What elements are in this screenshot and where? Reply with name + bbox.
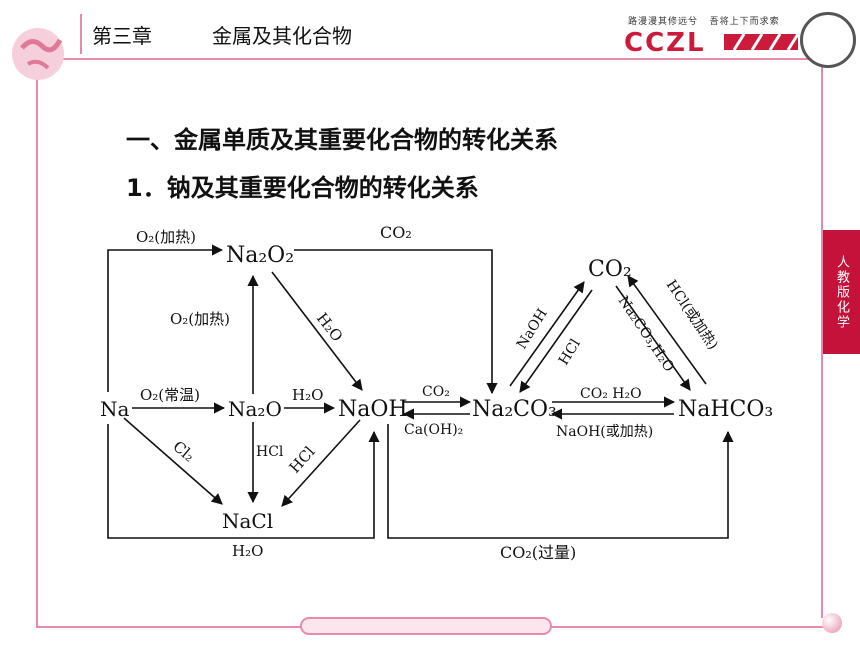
label-co2-excess: CO₂(过量) bbox=[500, 543, 576, 562]
frame-header-line bbox=[36, 58, 823, 60]
frame-left-line bbox=[36, 58, 38, 628]
side-tab-label: 人教版化学 bbox=[834, 254, 849, 330]
label-h2o-diag: H₂O bbox=[313, 309, 347, 345]
label-hcl-heat: HCl(或加热) bbox=[663, 277, 721, 353]
node-nahco3: NaHCO₃ bbox=[678, 397, 773, 422]
label-o2-rt: O₂(常温) bbox=[140, 386, 200, 404]
edge-na2co3-co2 bbox=[509, 281, 585, 387]
corner-ball-icon bbox=[822, 613, 842, 633]
node-na2o: Na₂O bbox=[228, 397, 282, 421]
frame-top-line bbox=[80, 14, 82, 54]
seal-icon bbox=[800, 12, 856, 68]
label-o2-heat-vert: O₂(加热) bbox=[170, 310, 230, 328]
node-na2co3: Na₂CO₃ bbox=[472, 397, 557, 422]
edge-nahco3-co2 bbox=[627, 275, 707, 385]
section-heading: 一、金属单质及其重要化合物的转化关系 bbox=[126, 126, 558, 154]
side-tab[interactable]: 人教版化学 bbox=[823, 230, 860, 354]
logo-icon bbox=[12, 28, 64, 80]
edge-na-nacl bbox=[123, 417, 223, 505]
slogan-right: 吾将上下而求索 bbox=[709, 17, 780, 27]
label-h2o-bottom: H₂O bbox=[232, 542, 263, 560]
edge-naoh-nacl bbox=[281, 419, 361, 507]
edge-na2o2-na2co3 bbox=[294, 249, 498, 395]
node-nacl: NaCl bbox=[222, 509, 273, 533]
label-hcl-edge: HCl bbox=[556, 336, 584, 368]
label-hcl-vert: HCl bbox=[256, 444, 284, 460]
bottom-scroll-bar[interactable] bbox=[300, 617, 552, 635]
header-chapter-title: 金属及其化合物 bbox=[212, 24, 352, 48]
brand-slogan: 路漫漫其修远兮 吾将上下而求索 bbox=[628, 14, 780, 27]
label-naoh-edge: NaOH bbox=[514, 306, 551, 352]
header-chapter: 第三章 bbox=[92, 24, 152, 48]
label-co2-top-edge: CO₂ bbox=[380, 223, 412, 242]
brand-name: CCZL bbox=[624, 28, 706, 58]
label-h2o-mid: H₂O bbox=[292, 386, 323, 404]
frame-right-line bbox=[821, 58, 823, 618]
node-co2: CO₂ bbox=[588, 257, 632, 282]
edge-naoh-nahco3-bottom bbox=[387, 424, 734, 539]
label-co2-naoh: CO₂ bbox=[422, 384, 450, 400]
edge-na-na2o2 bbox=[107, 244, 224, 392]
label-o2-heat-top: O₂(加热) bbox=[136, 228, 196, 246]
edge-co2-na2co3 bbox=[519, 289, 593, 393]
edge-co2-nahco3 bbox=[615, 285, 691, 391]
subsection-heading: 1．钠及其重要化合物的转化关系 bbox=[126, 174, 479, 202]
brand-stripes-icon bbox=[724, 33, 798, 51]
label-co2-h2o: CO₂ H₂O bbox=[580, 386, 642, 402]
node-na2o2: Na₂O₂ bbox=[226, 243, 294, 268]
slogan-left: 路漫漫其修远兮 bbox=[628, 17, 699, 27]
node-naoh: NaOH bbox=[338, 397, 408, 422]
label-na2co3-h2o: Na₂CO₃,H₂O bbox=[615, 293, 677, 375]
edge-na-naoh-bottom bbox=[107, 424, 380, 539]
label-naoh-heat: NaOH(或加热) bbox=[556, 424, 653, 440]
label-caoh2: Ca(OH)₂ bbox=[404, 422, 463, 438]
node-na: Na bbox=[100, 397, 130, 421]
edge-na2o2-naoh bbox=[271, 271, 363, 391]
